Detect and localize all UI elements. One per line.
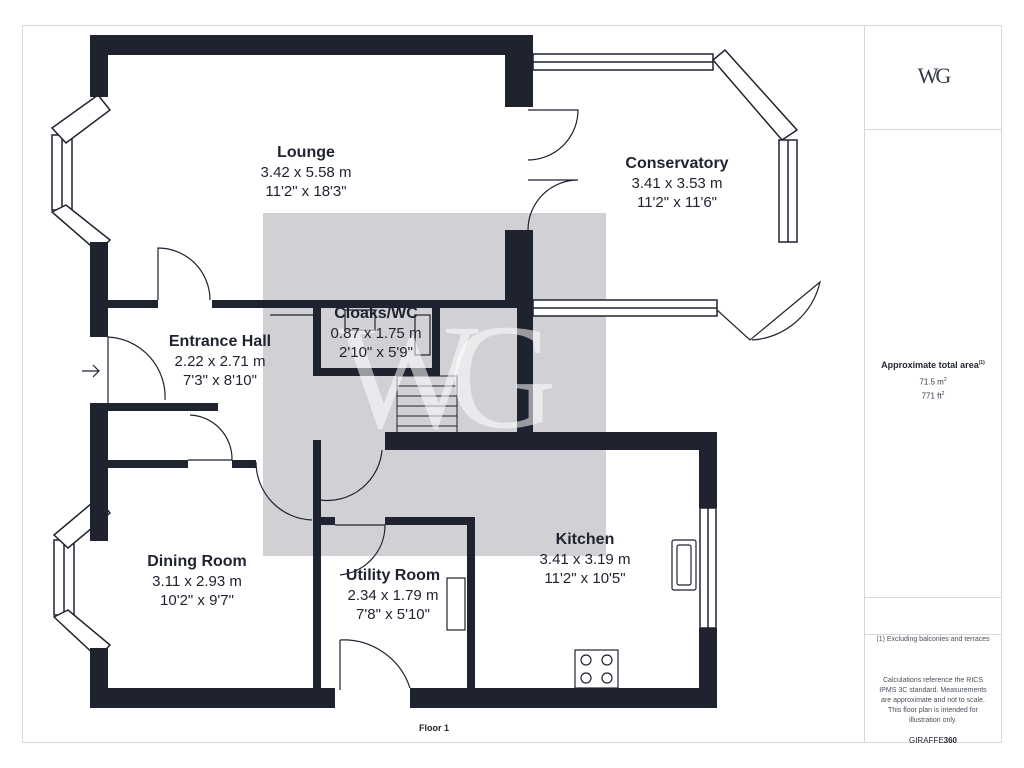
- fixtures: [344, 309, 697, 689]
- room-imperial: 11'2" x 11'6": [636, 194, 718, 211]
- room-name: Kitchen: [555, 531, 615, 548]
- room-kitchen: Kitchen 3.41 x 3.19 m 11'2" x 10'5": [540, 530, 631, 588]
- brand-prefix: GIRAFFE: [908, 736, 944, 745]
- entrance-arrow-icon: [82, 364, 100, 378]
- room-dining: Dining Room 3.11 x 2.93 m 10'2" x 9'7": [147, 552, 247, 610]
- brand-credit: GIRAFFE360: [865, 736, 1001, 745]
- floor-plan: [50, 35, 821, 708]
- room-name: Conservatory: [625, 155, 729, 172]
- doors: [107, 109, 821, 690]
- room-entrance-hall: Entrance Hall 2.22 x 2.71 m 7'3" x 8'10": [169, 332, 271, 390]
- room-name: Dining Room: [147, 553, 247, 570]
- stairs: [396, 375, 458, 437]
- room-imperial: 10'2" x 9'7": [160, 592, 234, 609]
- room-imperial: 2'10" x 5'9": [339, 344, 413, 361]
- area-m2-unit: 2: [943, 377, 947, 383]
- room-imperial: 11'2" x 10'5": [544, 570, 626, 587]
- brand-suffix: 360: [943, 736, 958, 745]
- room-metric: 2.22 x 2.71 m: [174, 353, 266, 370]
- room-name: Cloaks/WC: [334, 305, 418, 322]
- room-metric: 0.87 x 1.75 m: [330, 325, 422, 342]
- room-name: Entrance Hall: [168, 333, 272, 350]
- room-cloaks: Cloaks/WC 0.87 x 1.75 m 2'10" x 5'9": [331, 304, 422, 362]
- disclaimer-text: Calculations reference the RICS IPMS 3C …: [879, 677, 987, 724]
- room-name: Utility Room: [345, 567, 441, 584]
- area-ft2-unit: 2: [941, 391, 945, 397]
- brand-logo: WG: [917, 63, 952, 88]
- floor-label: Floor 1: [418, 723, 450, 733]
- area-ft2-value: 771 ft: [921, 391, 942, 401]
- room-imperial: 11'2" x 18'3": [265, 183, 347, 200]
- area-title: Approximate total area(1): [865, 360, 1001, 370]
- room-utility: Utility Room 2.34 x 1.79 m 7'8" x 5'10": [346, 566, 440, 624]
- windows: [50, 48, 799, 660]
- room-metric: 3.41 x 3.19 m: [539, 551, 631, 568]
- area-m2-value: 71.5 m: [919, 377, 944, 387]
- room-metric: 3.41 x 3.53 m: [631, 175, 723, 192]
- room-imperial: 7'3" x 8'10": [183, 372, 257, 389]
- area-metric: 71.5 m2: [865, 377, 1001, 387]
- room-imperial: 7'8" x 5'10": [356, 606, 430, 623]
- area-footnote: (1) Excluding balconies and terraces: [876, 636, 990, 643]
- sidebar-divider: [865, 597, 1001, 598]
- room-lounge: Lounge 3.42 x 5.58 m 11'2" x 18'3": [261, 143, 352, 201]
- sidebar-divider: [865, 634, 1001, 635]
- room-metric: 3.42 x 5.58 m: [260, 164, 352, 181]
- area-imperial: 771 ft2: [865, 391, 1001, 401]
- sidebar-divider: [865, 129, 1001, 130]
- walls: [90, 35, 717, 708]
- room-name: Lounge: [277, 144, 335, 161]
- watermark-logo: WG: [337, 294, 557, 460]
- room-metric: 2.34 x 1.79 m: [347, 587, 439, 604]
- room-metric: 3.11 x 2.93 m: [152, 573, 242, 590]
- room-conservatory: Conservatory 3.41 x 3.53 m 11'2" x 11'6": [625, 154, 728, 212]
- area-title-text: Approximate total area: [881, 360, 979, 370]
- plan-frame: [22, 25, 1002, 743]
- info-sidebar: WG Approximate total area(1) 71.5 m2 771…: [864, 25, 1001, 745]
- area-title-note: (1): [978, 360, 985, 366]
